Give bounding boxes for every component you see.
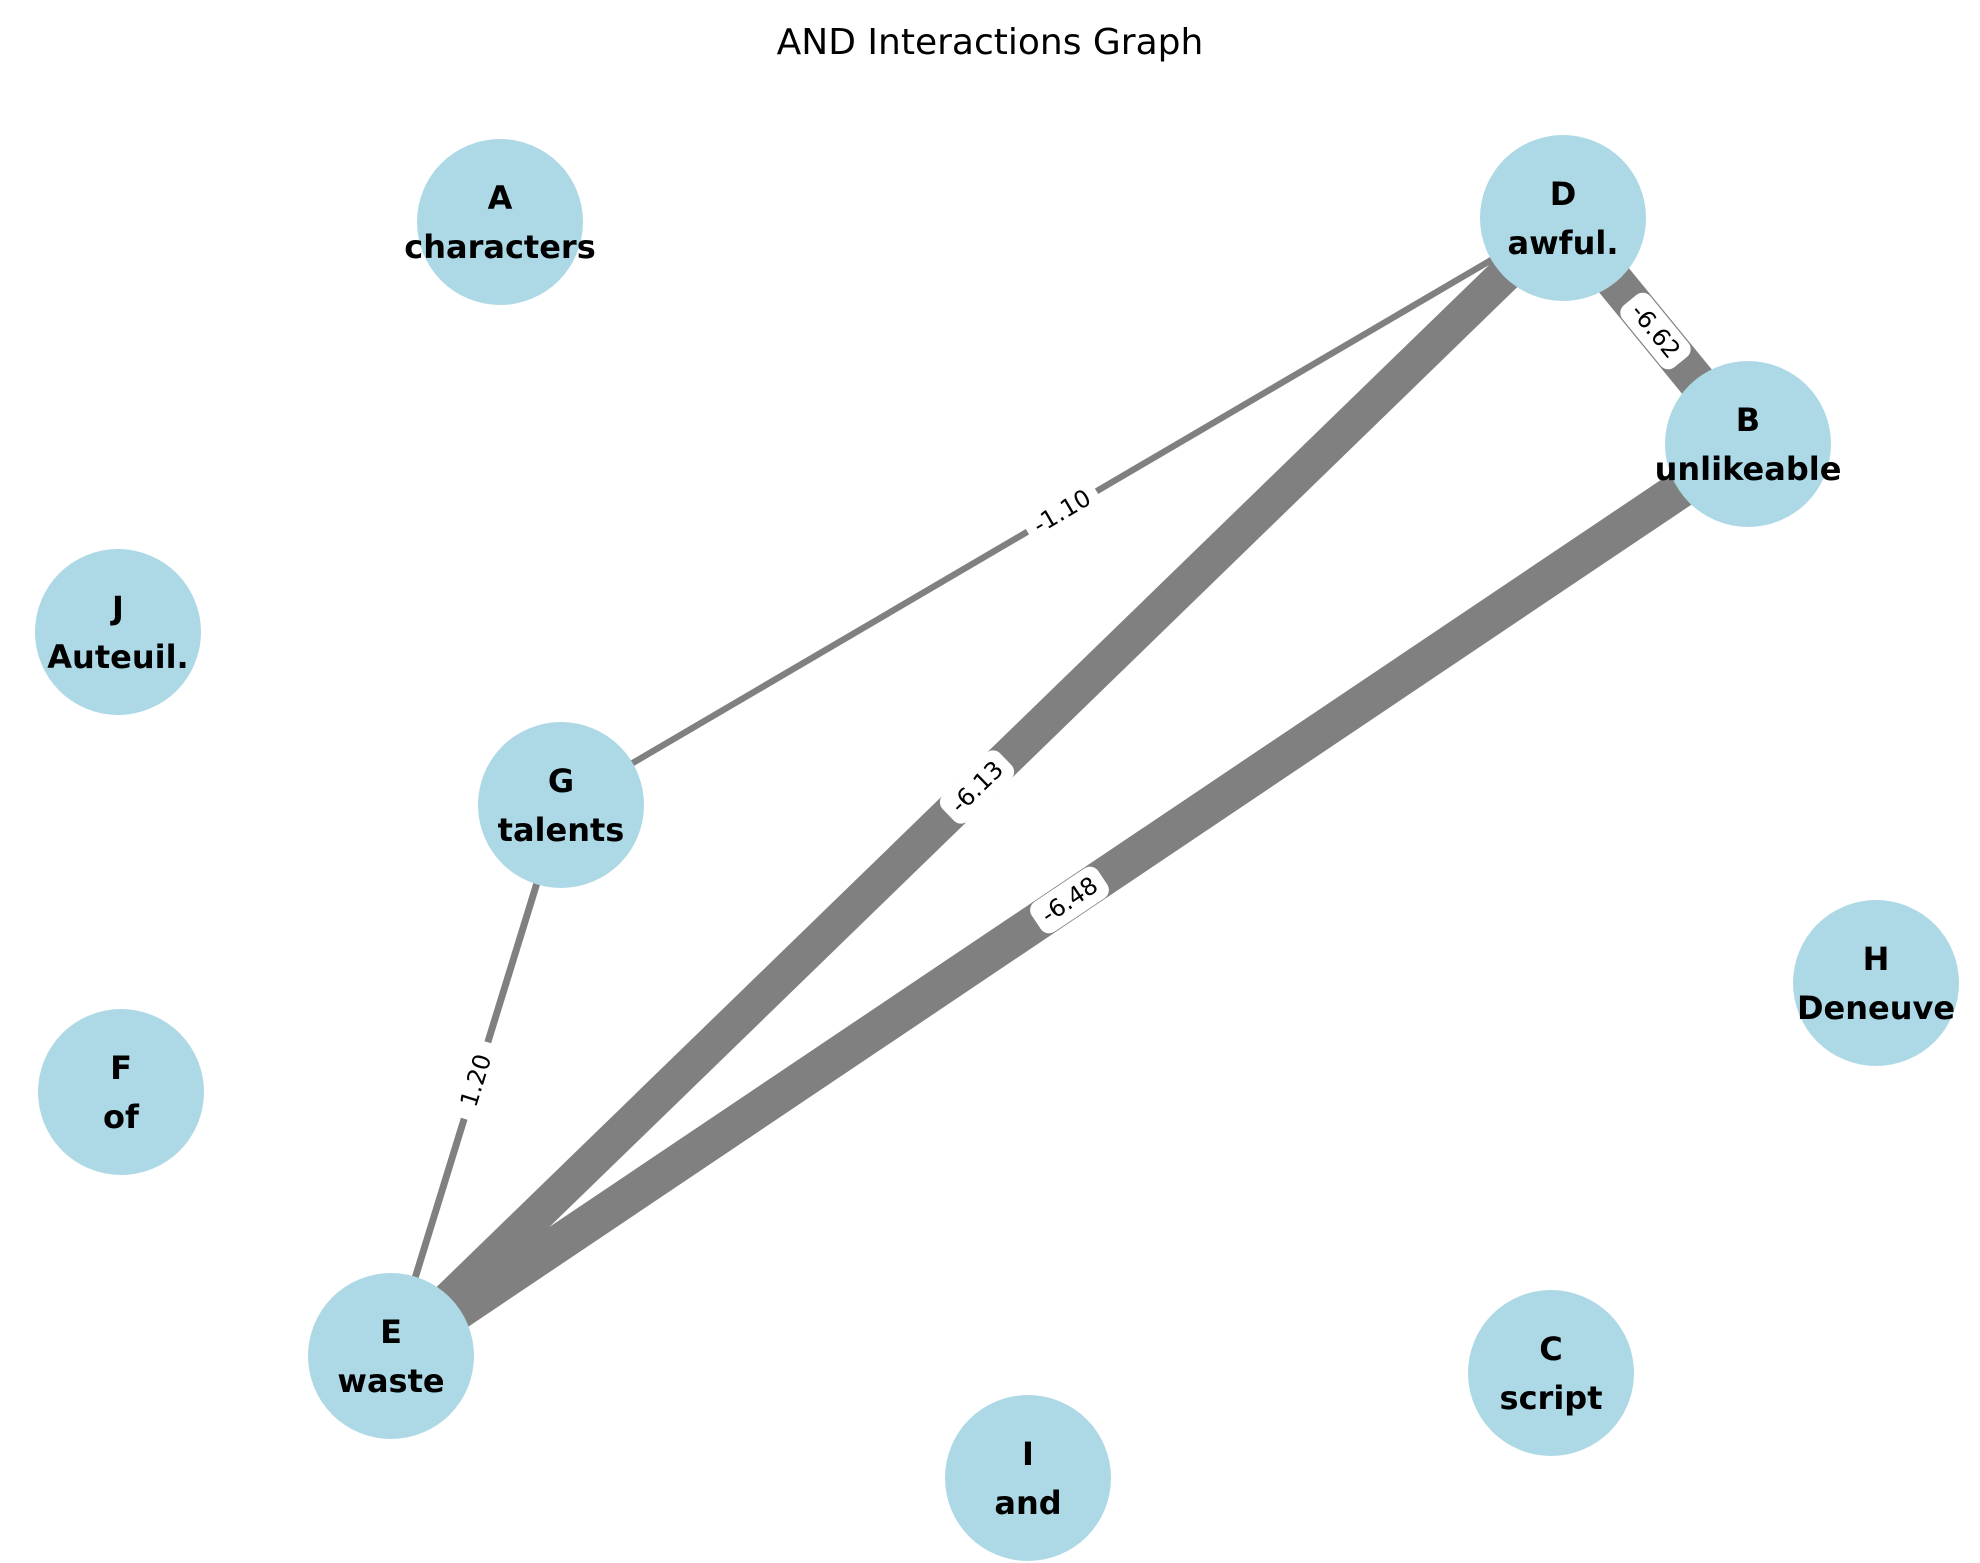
node-circle [308,1273,474,1439]
node-J: J Auteuil. [35,549,201,715]
node-circle [1480,135,1646,301]
node-id-label: G [548,762,574,800]
node-word-label: awful. [1508,224,1619,262]
node-word-label: Deneuve [1797,989,1955,1027]
edge-label-background [1022,479,1102,544]
page-title: AND Interactions Graph [776,22,1204,63]
node-word-label: Auteuil. [47,638,188,676]
node-id-label: D [1550,175,1577,213]
edge-label-background [939,750,1015,824]
node-word-label: of [103,1098,140,1136]
edge-label-E-B: -6.48 [1030,866,1109,934]
node-circle [945,1395,1111,1561]
node-id-label: H [1863,940,1890,978]
node-word-label: and [994,1484,1061,1522]
edge-label-background [449,1039,503,1122]
node-word-label: waste [337,1362,444,1400]
node-word-label: talents [498,811,625,849]
node-circle [38,1009,204,1175]
node-word-label: script [1500,1379,1603,1417]
node-id-label: J [110,589,124,627]
node-circle [478,722,644,888]
edge-label-G-E: 1.20 [449,1039,503,1122]
node-circle [1665,361,1831,527]
node-id-label: B [1736,401,1760,439]
node-word-label: characters [404,228,596,266]
node-id-label: F [110,1049,132,1087]
edge-label-G-D: -1.10 [1022,479,1102,544]
node-id-label: I [1022,1435,1034,1473]
node-circle [35,549,201,715]
edge-label-background [1030,866,1109,934]
node-circle [1793,900,1959,1066]
node-F: Fof [38,1009,204,1175]
node-id-label: E [380,1313,402,1351]
node-word-label: unlikeable [1655,450,1842,488]
node-id-label: C [1539,1330,1562,1368]
edge-label-background [1620,292,1691,370]
node-circle [417,139,583,305]
node-id-label: A [488,179,513,217]
node-circle [1468,1290,1634,1456]
node-H: H Deneuve [1793,900,1959,1066]
